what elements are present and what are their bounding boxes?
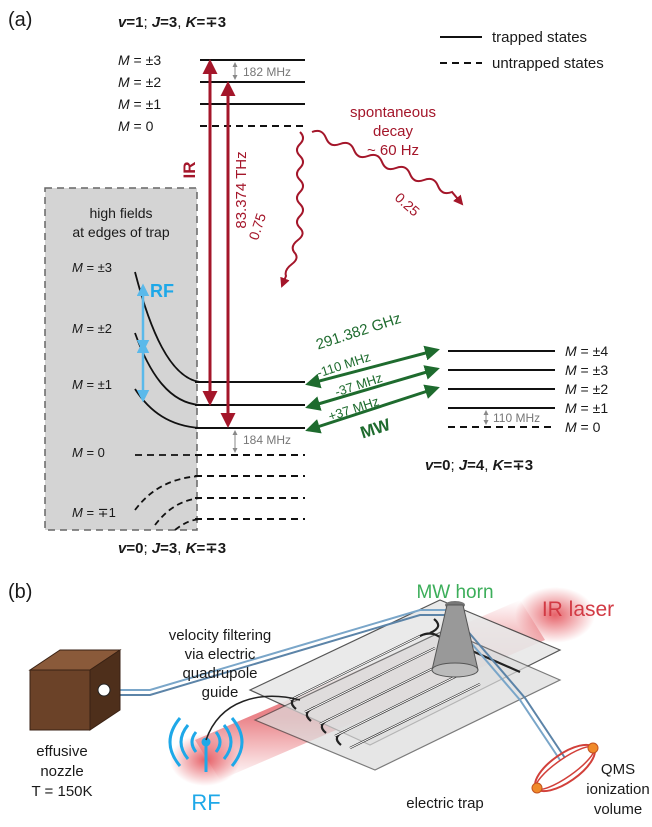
rf-transitions: RF xyxy=(136,281,174,403)
guide-rail-3 xyxy=(459,629,561,761)
right-level-m4-label: M = ±4 xyxy=(565,343,608,359)
quadrupole-guide xyxy=(100,609,566,761)
high-fields-line1: high fields xyxy=(89,205,152,221)
box-level-mm1-label: M = ∓1 xyxy=(72,505,116,520)
laser-beam-end xyxy=(515,587,595,643)
lower-splitting-label: 184 MHz xyxy=(243,433,291,447)
mw-arrow-3 xyxy=(305,384,440,434)
qms-line1: QMS xyxy=(601,761,635,778)
upper-level-m0-label: M = 0 xyxy=(118,118,154,134)
rf-antenna-label: RF xyxy=(191,790,220,815)
right-level-m2-label: M = ±2 xyxy=(565,381,608,397)
rf-label: RF xyxy=(150,281,174,301)
decay-line3: ~ 60 Hz xyxy=(367,142,419,159)
guide-rail-2 xyxy=(100,614,460,696)
upper-state-title: v=1; J=3, K=∓3 xyxy=(118,14,226,31)
antenna-wave-1 xyxy=(190,731,222,753)
guide-line1: velocity filtering xyxy=(169,627,272,644)
legend-untrapped-label: untrapped states xyxy=(492,55,604,72)
right-level-m3-label: M = ±3 xyxy=(565,362,608,378)
box-level-m3-label: M = ±3 xyxy=(72,260,112,275)
decay-line1: spontaneous xyxy=(350,104,436,121)
upper-level-m1-label: M = ±1 xyxy=(118,96,161,112)
high-fields-box: high fields at edges of trap M = ±3 M = … xyxy=(44,187,198,531)
decay-branch-right: 0.25 xyxy=(392,189,423,219)
decay-line2: decay xyxy=(373,123,414,140)
qms-ionization-volume xyxy=(531,742,599,794)
right-state-title: v=0; J=4, K=∓3 xyxy=(425,457,533,474)
antenna-wave-3 xyxy=(168,717,244,767)
guide-rail-1 xyxy=(100,609,460,691)
electrode-highlights xyxy=(289,635,481,749)
trap-electrodes-highlight xyxy=(289,635,481,749)
box-level-m1-label: M = ±1 xyxy=(72,377,112,392)
qms-node-1 xyxy=(531,782,543,794)
upper-level-m2-label: M = ±2 xyxy=(118,74,161,90)
spontaneous-decay: spontaneous decay ~ 60 Hz 0.75 0.25 xyxy=(245,104,464,288)
mw-label: MW xyxy=(358,415,394,443)
horn-mouth xyxy=(431,662,479,678)
lower-state-title: v=0; J=3, K=∓3 xyxy=(118,540,226,557)
right-level-m0-label: M = 0 xyxy=(565,419,601,435)
ir-frequency-label: 83.374 THz xyxy=(233,151,250,228)
antenna-wave-2 xyxy=(179,724,233,760)
qms-line2: ionization xyxy=(586,781,649,798)
high-fields-region xyxy=(44,187,198,531)
electric-trap-label: electric trap xyxy=(406,795,484,812)
decay-arrow-right xyxy=(311,129,464,206)
nozzle-line3: T = 150K xyxy=(31,783,92,800)
electrode-loops-left xyxy=(290,693,346,746)
nozzle-line2: nozzle xyxy=(40,763,83,780)
qms-line3: volume xyxy=(594,801,642,818)
right-level-m1-label: M = ±1 xyxy=(565,400,608,416)
ir-label: IR xyxy=(180,162,199,179)
legend-trapped-label: trapped states xyxy=(492,29,587,46)
box-level-m2-label: M = ±2 xyxy=(72,321,112,336)
right-splitting-label: 110 MHz xyxy=(493,411,540,425)
mw-frequency-label: 291.382 GHz xyxy=(314,310,403,353)
panel-b-label: (b) xyxy=(8,581,32,603)
nozzle-line1: effusive xyxy=(36,743,87,760)
rf-antenna-icon xyxy=(168,717,244,772)
nozzle-cube xyxy=(28,649,122,731)
right-levels: M = ±4 M = ±3 M = ±2 M = ±1 M = 0 110 MH… xyxy=(448,343,608,435)
guide-rail-4 xyxy=(464,627,566,759)
mw-transitions: 291.382 GHz -110 MHz -37 MHz +37 MHz MW xyxy=(305,310,440,443)
box-level-m0-label: M = 0 xyxy=(72,445,105,460)
decay-arrow-left xyxy=(280,131,304,288)
guide-line3: quadrupole xyxy=(182,665,257,682)
upper-level-m3-label: M = ±3 xyxy=(118,52,161,68)
high-fields-line2: at edges of trap xyxy=(72,224,170,240)
guide-line2: via electric xyxy=(185,646,256,663)
legend: trapped states untrapped states xyxy=(440,29,604,72)
mw-horn xyxy=(431,601,479,678)
ir-laser-label: IR laser xyxy=(542,598,614,621)
upper-splitting-label: 182 MHz xyxy=(243,65,291,79)
mw-horn-label: MW horn xyxy=(416,582,493,603)
rf-cable xyxy=(205,695,301,741)
ir-transitions: IR 83.374 THz xyxy=(180,59,250,428)
curve-mm1b xyxy=(154,497,201,526)
guide-line4: guide xyxy=(202,684,239,701)
cube-front xyxy=(29,669,91,731)
upper-levels: M = ±3 M = ±2 M = ±1 M = 0 182 MHz xyxy=(118,52,305,134)
electric-trap: electric trap xyxy=(248,599,562,812)
panel-a-label: (a) xyxy=(8,9,32,31)
qms-node-2 xyxy=(587,742,599,754)
nozzle-opening xyxy=(97,683,111,697)
